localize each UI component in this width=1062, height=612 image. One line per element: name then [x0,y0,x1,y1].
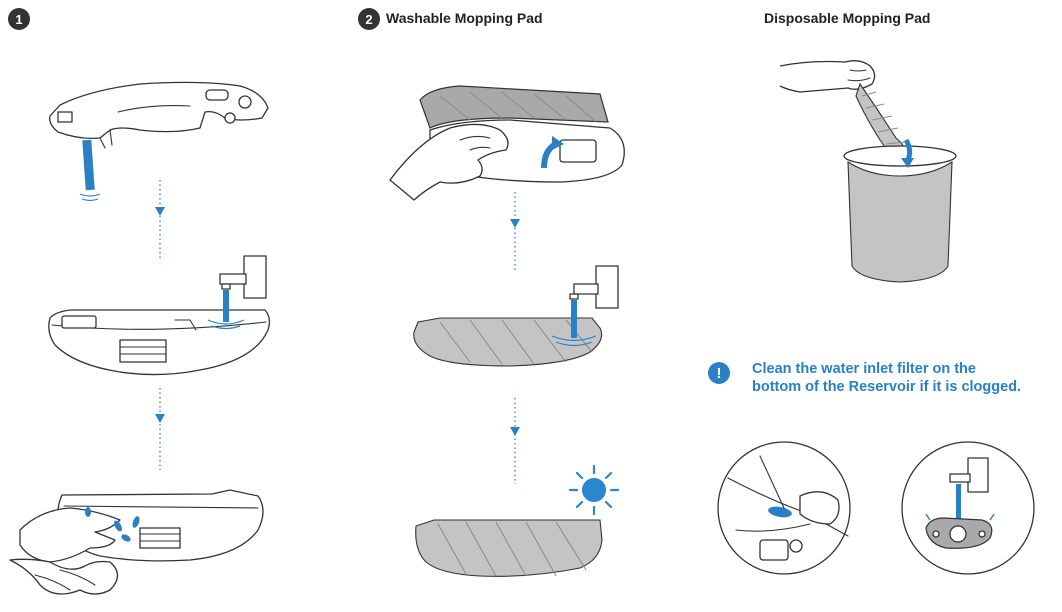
down-arrow-icon [510,219,520,228]
note-text: Clean the water inlet filter on the bott… [752,360,1021,396]
reservoir-top-icon [49,81,269,149]
trash-bin-icon [779,60,957,283]
filter-rinse-icon [901,441,1035,575]
down-arrow-icon [510,427,520,436]
disposable-illustration [717,60,1035,575]
sun-icon [568,464,620,516]
down-arrow-icon [155,207,165,216]
step-number-badge: 2 [358,8,380,30]
step-2-illustration [389,85,625,577]
pad-removal-icon [389,85,625,201]
exclamation-icon: ! [708,362,730,384]
reservoir-refill-icon [48,255,271,376]
step-1-panel: 1 [0,0,330,612]
washable-pad-heading: Washable Mopping Pad [386,10,543,26]
reservoir-wiping-icon [9,489,264,595]
down-arrow-icon [155,414,165,423]
disposable-pad-panel: Disposable Mopping Pad [700,0,1062,612]
note-line-2: bottom of the Reservoir if it is clogged… [752,379,1022,395]
filter-cleaning-icon [717,441,851,575]
water-stream-icon [79,139,101,202]
pad-drying-icon [415,519,603,577]
note-line-1: Clean the water inlet filter on the [752,361,976,377]
disposable-pad-heading: Disposable Mopping Pad [764,10,931,26]
step-1-illustration [9,81,271,595]
step-2-panel: 2 Washable Mopping Pad [330,0,700,612]
pad-rinse-icon [413,265,619,367]
step-number-badge: 1 [8,8,30,30]
